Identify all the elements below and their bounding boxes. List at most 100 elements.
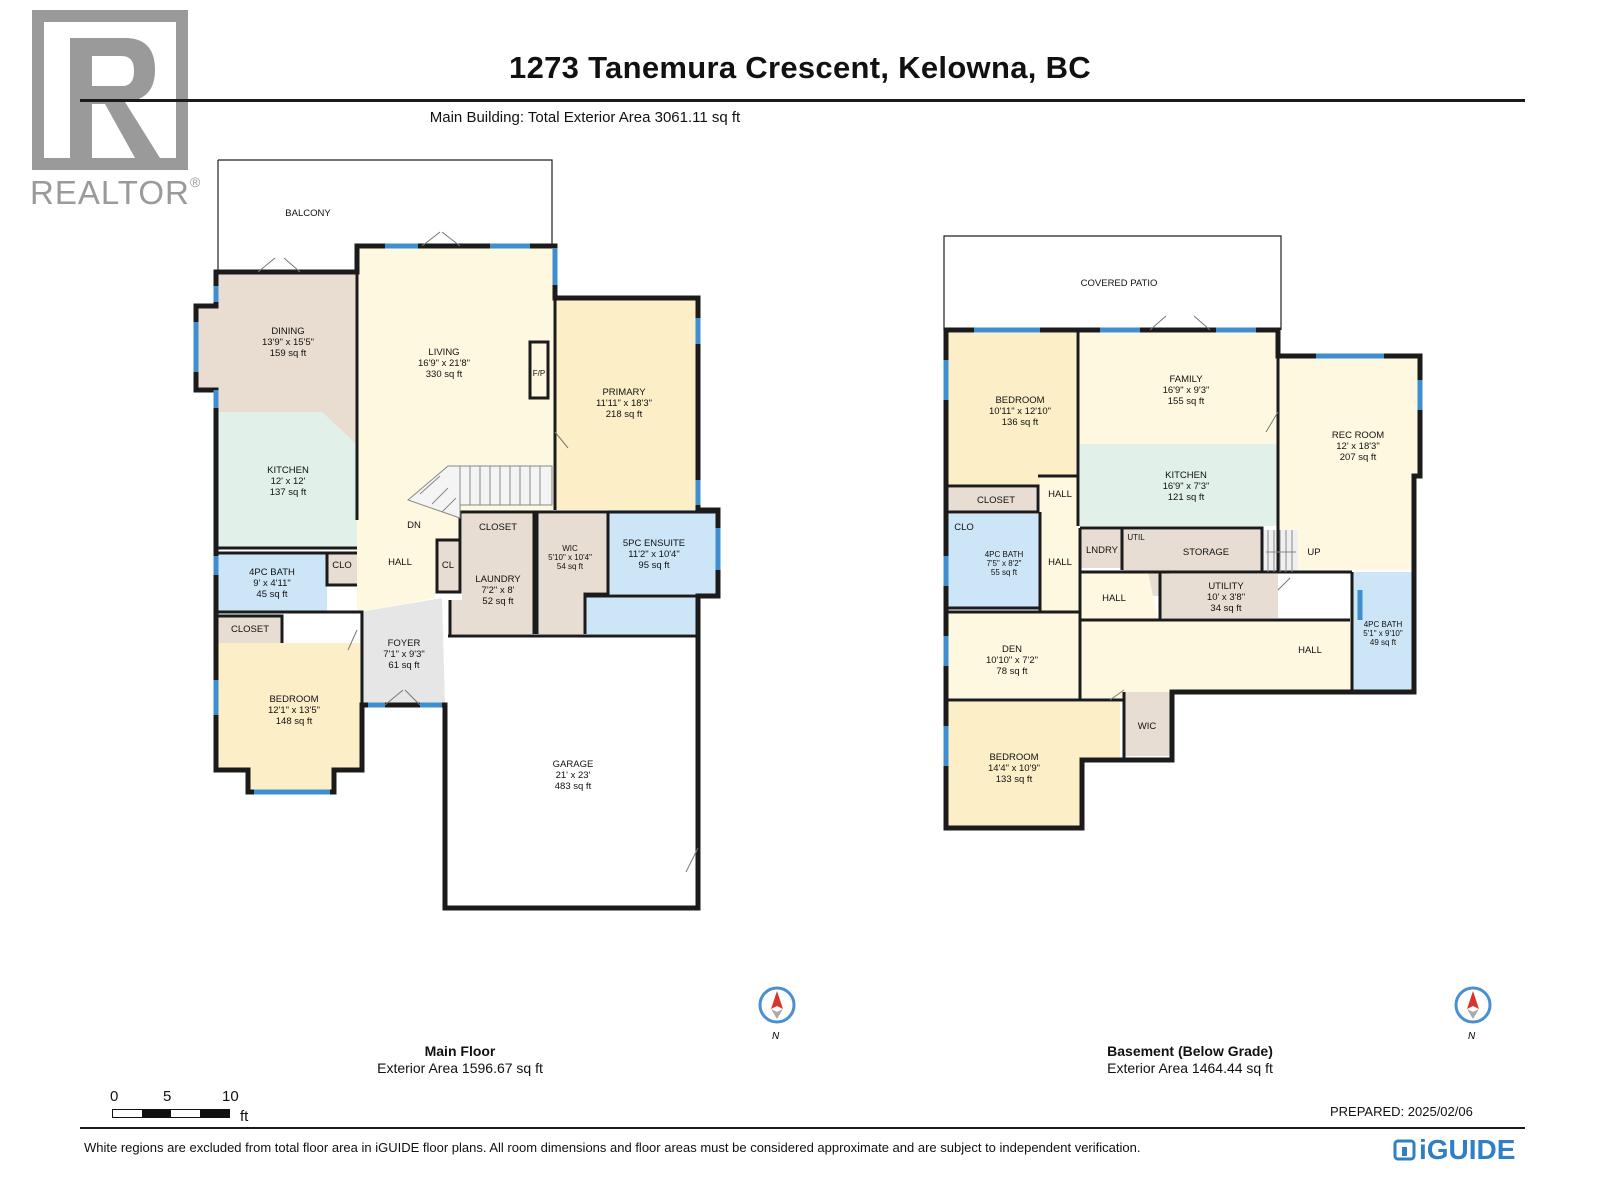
b-hall1-name: HALL — [1048, 489, 1072, 500]
prepared-date: PREPARED: 2025/02/06 — [1330, 1104, 1473, 1119]
bath-fill — [216, 553, 327, 612]
b-den-name: DEN — [1002, 644, 1022, 655]
b-kitchen-name: KITCHEN — [1165, 470, 1207, 481]
b-storage-fill — [1122, 530, 1262, 596]
b-rec-dims: 12' x 18'3" — [1336, 441, 1379, 452]
main-clo-name: CLO — [332, 560, 352, 571]
b-hall2-name: HALL — [1048, 557, 1072, 568]
footer-rule — [80, 1127, 1525, 1129]
iguide-logo-icon — [1393, 1139, 1416, 1161]
b-rec-area: 207 sq ft — [1340, 452, 1377, 463]
b-hall2-fill — [1040, 512, 1078, 612]
b-rec-name: REC ROOM — [1332, 430, 1384, 441]
scale-tick-0: 0 — [110, 1088, 119, 1105]
b-kitchen-dims: 16'9" x 7'3" — [1163, 481, 1210, 492]
iguide-logo: iGUIDE — [1393, 1133, 1515, 1167]
main-wic-dims: 5'10" x 10'4" — [548, 553, 592, 562]
main-bedroom-name: BEDROOM — [269, 694, 318, 705]
main-wic-area: 54 sq ft — [557, 562, 584, 571]
main-laundry-name: LAUNDRY — [475, 574, 521, 585]
main-bedroom-area: 148 sq ft — [276, 716, 313, 727]
b-utility-fill — [1160, 574, 1278, 618]
compass-icon-basement: N — [1454, 986, 1492, 1042]
balcony-outline — [217, 159, 553, 270]
main-living-dims: 16'9" x 21'8" — [418, 358, 470, 369]
dining-fill — [196, 272, 357, 445]
closet2-fill — [218, 616, 282, 643]
main-laundry-dims: 7'2" x 8' — [482, 585, 515, 596]
main-fireplace-label: F/P — [533, 369, 545, 378]
scale-tick-5: 5 — [163, 1088, 172, 1105]
b-bath2-dims: 5'1" x 9'10" — [1363, 629, 1403, 638]
main-stairs — [407, 465, 553, 519]
main-garage-name: GARAGE — [553, 759, 594, 770]
b-utility-dims: 10' x 3'8" — [1207, 592, 1245, 603]
b-bath1-fill — [948, 514, 1040, 608]
b-wic-name: WIC — [1138, 721, 1157, 732]
basement-caption: Basement (Below Grade) Exterior Area 146… — [1060, 1043, 1320, 1077]
main-floor-name: Main Floor — [424, 1043, 496, 1059]
b-hall4-fill — [1078, 620, 1350, 700]
basement-interior-walls — [946, 330, 1354, 760]
main-bath-name: 4PC BATH — [249, 567, 295, 578]
main-stairs-label: DN — [407, 520, 421, 531]
realtor-logo-registered-mark: ® — [190, 174, 201, 190]
main-living-name: LIVING — [428, 347, 459, 358]
main-primary-area: 218 sq ft — [606, 409, 643, 420]
patio-outline — [943, 235, 1282, 330]
b-lndry-name: LNDRY — [1086, 545, 1119, 556]
page-title: 1273 Tanemura Crescent, Kelowna, BC — [509, 50, 1091, 85]
ensuite-lower-fill — [585, 596, 698, 634]
b-bedroom2-area: 133 sq ft — [996, 774, 1033, 785]
laundry-fill — [450, 538, 534, 634]
main-wic-name: WIC — [562, 544, 578, 553]
b-hall3-fill — [1080, 572, 1158, 620]
main-ensuite-dims: 11'2" x 10'4" — [628, 549, 679, 560]
main-dining-name: DINING — [271, 326, 304, 337]
main-living-area: 330 sq ft — [426, 369, 463, 380]
scale-unit: ft — [240, 1108, 249, 1125]
realtor-logo-mark — [32, 10, 188, 170]
title-rule — [80, 99, 1525, 102]
b-bedroom2-name: BEDROOM — [989, 752, 1038, 763]
b-den-dims: 10'10" x 7'2" — [986, 655, 1038, 666]
b-family-area: 155 sq ft — [1168, 396, 1205, 407]
main-bath-area: 45 sq ft — [256, 589, 288, 600]
main-hall-name: HALL — [388, 557, 412, 568]
b-family-fill — [1078, 333, 1278, 444]
main-kitchen-name: KITCHEN — [267, 465, 309, 476]
b-hall1-fill — [1040, 476, 1078, 512]
b-bedroom1-area: 136 sq ft — [1002, 417, 1039, 428]
main-outdoor-label: BALCONY — [285, 208, 331, 219]
main-dining-area: 159 sq ft — [270, 348, 307, 359]
main-closet2-name: CLOSET — [231, 624, 269, 635]
closet-fill — [462, 514, 534, 538]
b-utility-area: 34 sq ft — [1210, 603, 1242, 614]
b-bedroom1-fill — [948, 333, 1076, 486]
b-bedroom1-dims: 10'11" x 12'10" — [989, 406, 1051, 417]
b-utility-name: UTILITY — [1208, 581, 1244, 592]
basement-windows — [943, 327, 1423, 766]
main-interior-walls — [216, 272, 718, 705]
wic-fill — [537, 514, 608, 634]
main-kitchen-area: 137 sq ft — [270, 487, 307, 498]
scale-bar-track — [112, 1109, 230, 1118]
realtor-logo: REALTOR ® — [30, 8, 200, 213]
b-family-name: FAMILY — [1169, 374, 1203, 385]
ensuite-fill — [608, 510, 718, 594]
main-kitchen-dims: 12' x 12' — [271, 476, 306, 487]
b-bath2-name: 4PC BATH — [1364, 620, 1403, 629]
cl-fill — [437, 540, 460, 592]
b-rec-fill — [1278, 358, 1420, 570]
basement-area: Exterior Area 1464.44 sq ft — [1107, 1060, 1273, 1076]
main-laundry-area: 52 sq ft — [482, 596, 514, 607]
foyer-fill — [360, 598, 445, 705]
main-bath-dims: 9' x 4'11" — [253, 578, 290, 589]
b-bath2-fill — [1352, 572, 1414, 690]
b-bath2-area: 49 sq ft — [1370, 638, 1397, 647]
main-cl-name: CL — [442, 560, 454, 571]
main-dining-dims: 13'9" x 15'5" — [262, 337, 314, 348]
b-kitchen-fill — [1080, 444, 1278, 526]
